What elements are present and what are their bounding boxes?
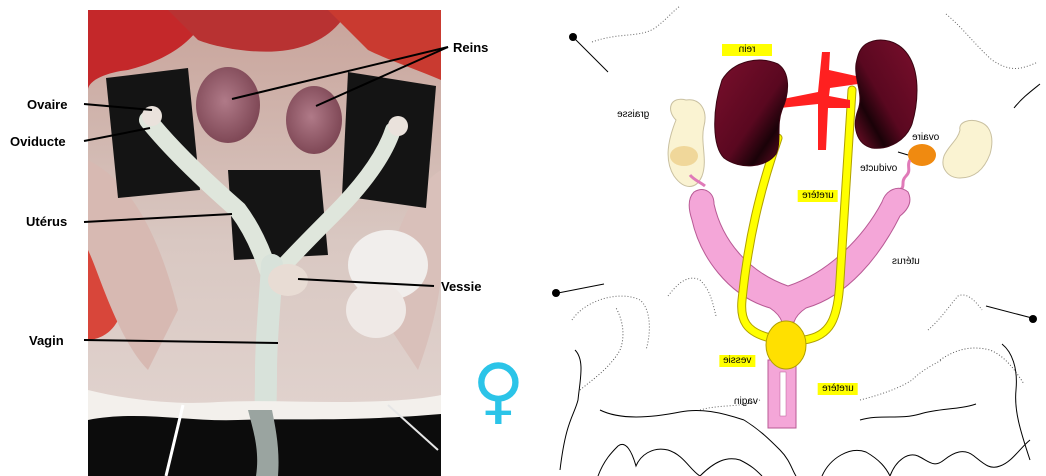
- schema-label-oviducte: oviducte: [860, 163, 897, 175]
- schema-label-graisse: graisse: [617, 109, 649, 121]
- schema-label-uretere-bottom: uretère: [818, 383, 858, 395]
- schema-label-rein: rein: [722, 44, 772, 56]
- schema-label-vessie: vessie: [719, 355, 755, 367]
- schema-label-vagin: vagin: [734, 396, 758, 408]
- schema-label-uterus: utérus: [892, 256, 920, 268]
- schema-label-uretere-top: uretère: [798, 190, 838, 202]
- schema-label-ovaire: ovaire: [912, 132, 939, 144]
